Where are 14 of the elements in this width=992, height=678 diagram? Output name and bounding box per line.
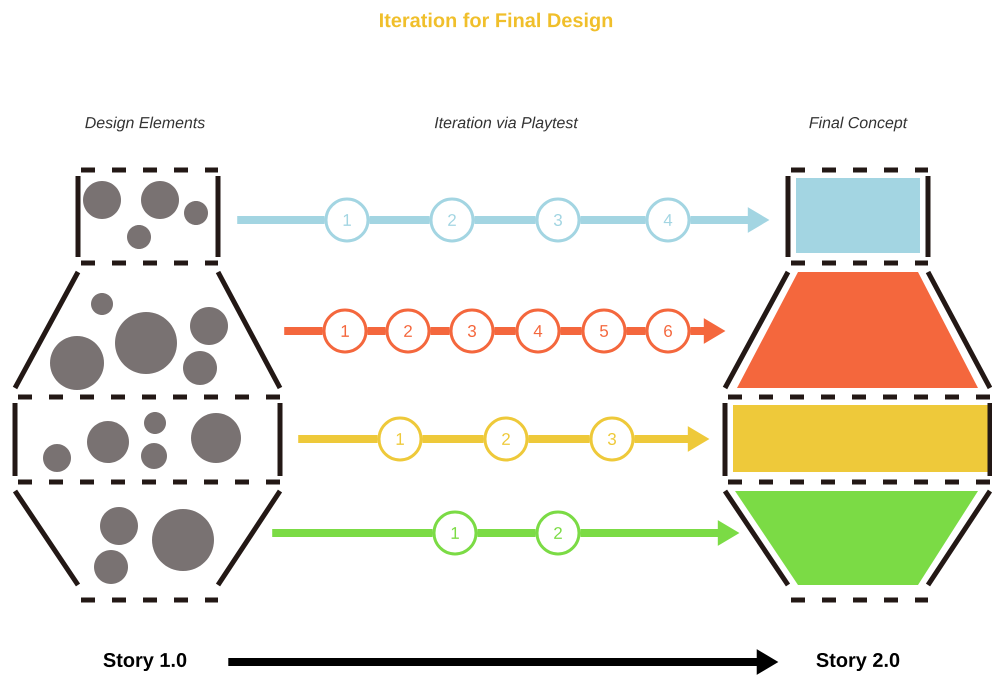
title: Iteration for Final Design xyxy=(380,12,612,32)
story-label: Story 1.0 xyxy=(104,652,186,672)
column-heading: Design Elements xyxy=(85,116,205,132)
column-heading: Final Concept xyxy=(809,116,908,132)
filled-section xyxy=(722,394,992,484)
filled-section xyxy=(722,270,992,390)
vase-section xyxy=(12,490,282,602)
vase-section xyxy=(76,168,220,266)
column-heading: Iteration via Playtest xyxy=(434,116,578,132)
vase-section xyxy=(12,270,282,390)
filled-section xyxy=(722,490,992,602)
vase-section xyxy=(12,394,282,484)
filled-section xyxy=(786,168,930,266)
story-label: Story 2.0 xyxy=(816,652,900,672)
